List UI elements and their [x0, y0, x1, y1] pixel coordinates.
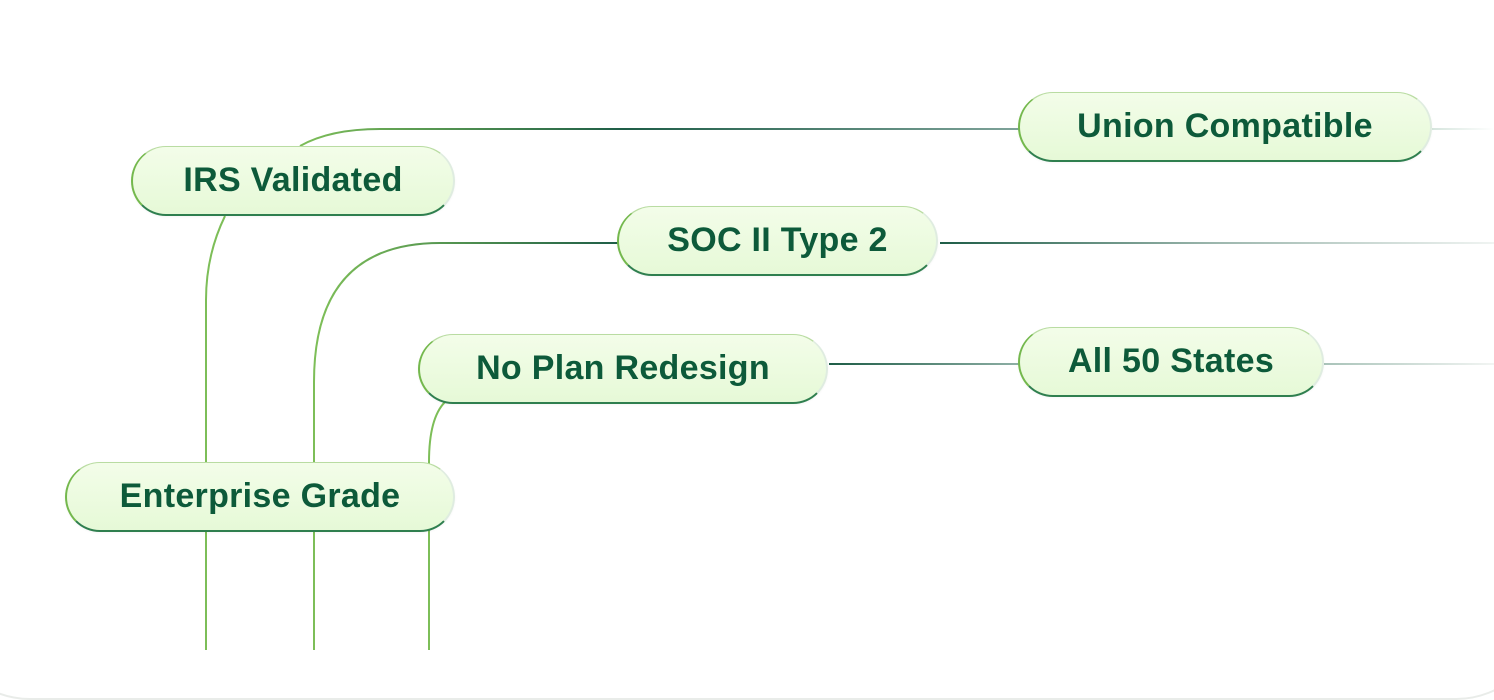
- node-enterprise-grade[interactable]: Enterprise Grade: [65, 462, 455, 532]
- node-union-compatible[interactable]: Union Compatible: [1018, 92, 1432, 162]
- connector-lines: [205, 128, 1494, 650]
- node-no-plan-redesign[interactable]: No Plan Redesign: [418, 334, 828, 404]
- node-soc-ii-type-2[interactable]: SOC II Type 2: [617, 206, 938, 276]
- node-irs-validated[interactable]: IRS Validated: [131, 146, 455, 216]
- link-soc-curve: [313, 242, 620, 650]
- link-noplan-curve: [428, 401, 446, 650]
- link-irs-down: [205, 215, 226, 650]
- link-irs-union: [299, 128, 1020, 147]
- node-all-50-states[interactable]: All 50 States: [1018, 327, 1324, 397]
